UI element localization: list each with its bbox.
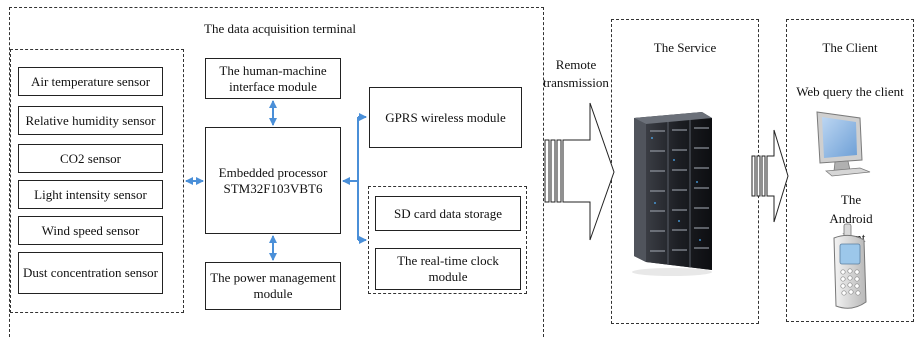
mobile-phone-icon [833,223,867,309]
sensor-dust-concentration: Dust concentration sensor [18,252,163,294]
processor-peripheral-connector [342,113,367,244]
client-title: The Client [822,40,878,55]
sensor-co2: CO2 sensor [18,144,163,173]
monitor-icon [816,111,871,177]
sensor-light-intensity: Light intensity sensor [18,180,163,209]
real-time-clock-module: The real-time clock module [375,248,521,290]
server-rack-icon [632,112,712,276]
sensor-wind-speed: Wind speed sensor [18,216,163,245]
terminal-region [9,7,544,337]
processor-name: Embedded processor [218,164,328,180]
service-to-client-arrow [751,129,789,223]
terminal-to-service-arrow [544,102,615,241]
sensor-air-temperature: Air temperature sensor [18,67,163,96]
power-management-module: The power management module [205,262,341,310]
web-client-label: Web query the client [796,84,904,99]
sensor-relative-humidity: Relative humidity sensor [18,106,163,135]
service-title: The Service [653,40,717,55]
sensor-group [10,49,184,313]
embedded-processor: Embedded processor STM32F103VBT6 [205,127,341,234]
terminal-title: The data acquisition terminal [204,21,356,36]
sd-card-storage: SD card data storage [375,196,521,231]
processor-model: STM32F103VBT6 [223,180,323,196]
gprs-module: GPRS wireless module [369,87,522,148]
storage-clock-group [368,186,527,294]
remote-transmission-label: Remote transmission [543,57,609,90]
hmi-module: The human-machine interface module [205,58,341,99]
